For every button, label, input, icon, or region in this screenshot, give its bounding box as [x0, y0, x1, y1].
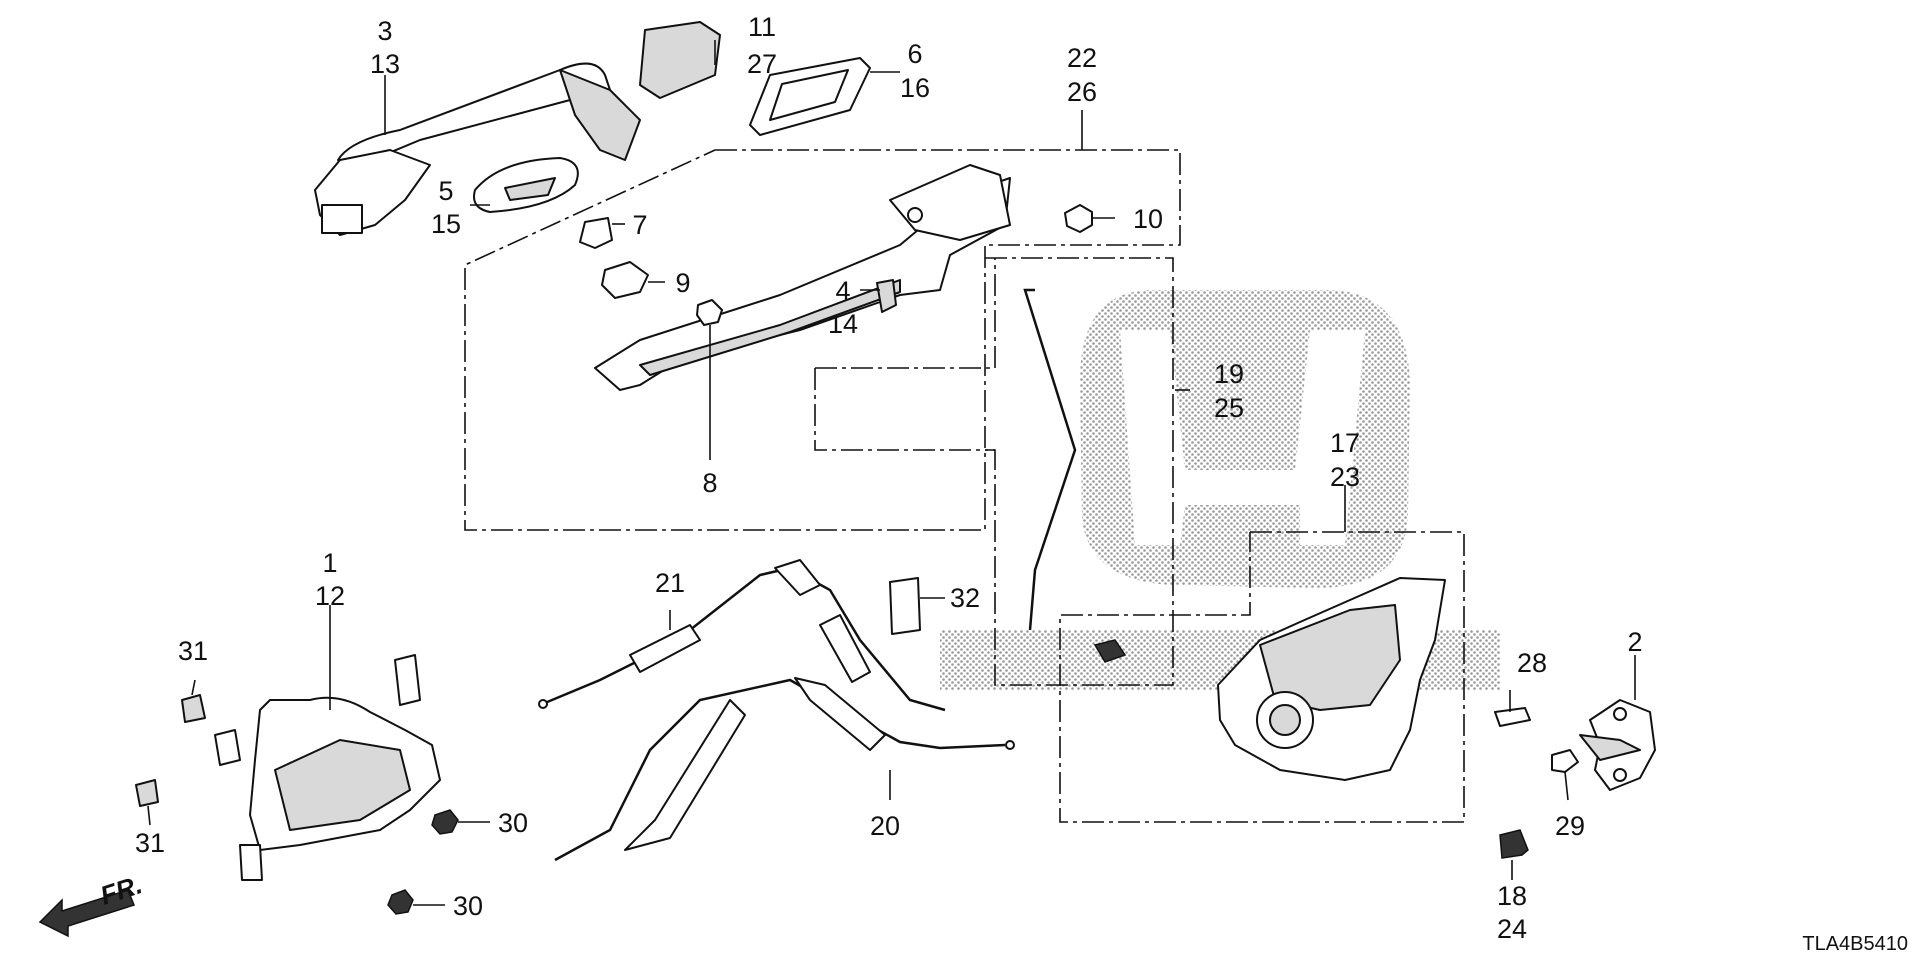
label-29: 29 [1555, 811, 1585, 841]
label-14: 14 [828, 309, 858, 339]
clip-31b [135, 779, 159, 807]
handle-nut [601, 261, 649, 299]
label-1: 1 [322, 548, 337, 578]
inside-handle [214, 654, 441, 881]
label-11: 11 [748, 12, 776, 42]
label-5: 5 [438, 176, 453, 206]
label-6: 6 [907, 39, 922, 69]
label-18: 18 [1497, 881, 1527, 911]
assembly-box-4 [815, 258, 996, 369]
label-31b: 31 [135, 828, 165, 858]
inside-handle-cable [538, 559, 946, 712]
label-28: 28 [1517, 648, 1547, 678]
screw-29 [1551, 749, 1579, 773]
grommet [579, 217, 613, 249]
front-arrow-icon [38, 889, 135, 938]
label-13: 13 [370, 49, 400, 79]
label-21: 21 [655, 568, 685, 598]
door-latch-actuator [1093, 577, 1446, 781]
label-17: 17 [1330, 428, 1360, 458]
label-22: 22 [1067, 43, 1097, 73]
label-7: 7 [632, 210, 647, 240]
lock-rod [1023, 288, 1077, 631]
assembly-box-17 [1059, 531, 1465, 823]
label-3: 3 [377, 16, 392, 46]
label-16: 16 [900, 73, 930, 103]
cable-damper [889, 577, 921, 635]
label-31a: 31 [178, 636, 208, 666]
label-30a: 30 [498, 808, 528, 838]
screw-30b [387, 889, 414, 915]
label-20: 20 [870, 811, 900, 841]
label-25: 25 [1214, 393, 1244, 423]
door-striker [1579, 699, 1656, 791]
outside-handle-cable [554, 677, 1015, 862]
leader-lines [147, 40, 1636, 906]
label-23: 23 [1330, 462, 1360, 492]
screw-30a [431, 809, 459, 835]
handle-cover [639, 21, 721, 99]
label-19: 19 [1214, 359, 1244, 389]
label-27: 27 [747, 49, 777, 79]
assembly-box-22 [464, 149, 1181, 531]
diagram-code: TLA4B5410 [1802, 933, 1908, 955]
assembly-box-4b [814, 368, 995, 451]
label-15: 15 [431, 209, 461, 239]
callout-labels: 3 13 11 27 6 16 22 26 5 15 7 10 9 4 14 1… [135, 12, 1643, 944]
label-4: 4 [835, 276, 850, 306]
label-26: 26 [1067, 77, 1097, 107]
screw-10 [1064, 204, 1115, 233]
rod-clip [876, 279, 897, 313]
label-8: 8 [702, 468, 717, 498]
bolt-28 [1494, 707, 1531, 727]
front-label: FR. [97, 869, 146, 910]
clip-31a [181, 694, 206, 723]
outer-handle [314, 62, 641, 236]
label-24: 24 [1497, 914, 1527, 944]
front-direction-indicator: FR. [38, 869, 146, 938]
assembly-outlines [464, 149, 1465, 823]
label-10: 10 [1133, 204, 1163, 234]
label-2: 2 [1627, 627, 1642, 657]
hole-plug [1499, 829, 1529, 859]
handle-base-bracket [594, 164, 1011, 391]
label-12: 12 [315, 581, 345, 611]
screw-8 [696, 299, 723, 326]
label-30b: 30 [453, 891, 483, 921]
label-9: 9 [675, 268, 690, 298]
label-32: 32 [950, 583, 980, 613]
